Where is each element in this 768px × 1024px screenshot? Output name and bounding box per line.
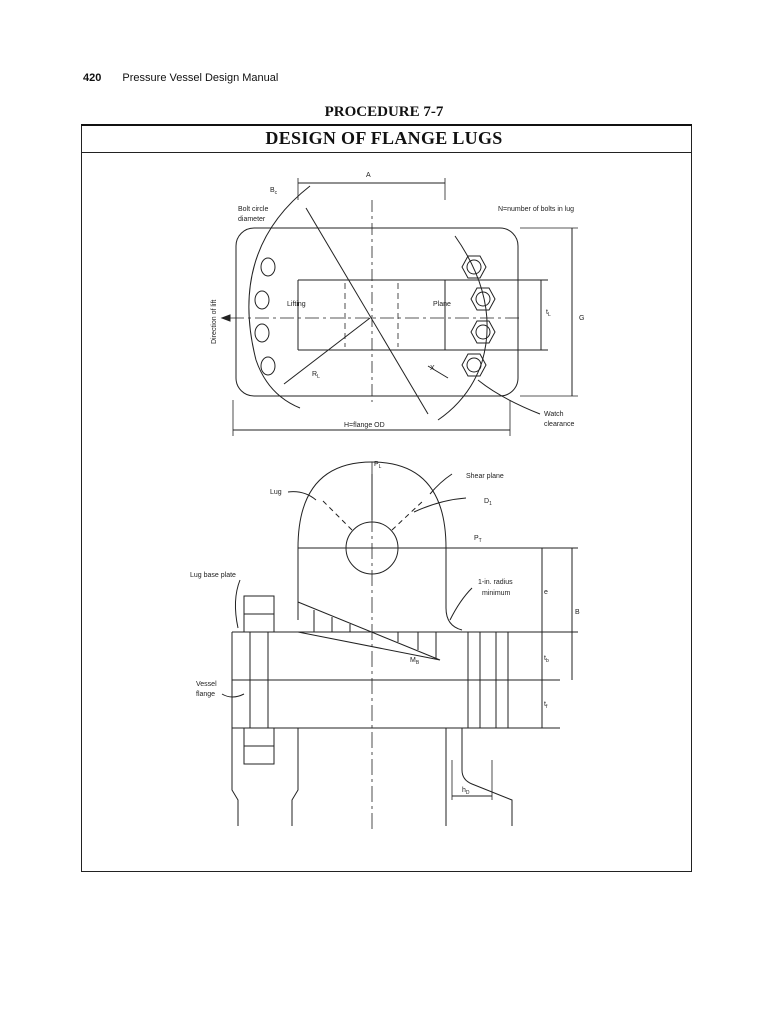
- side-view-labels: PL Shear plane Lug D1 PT Lug base plate …: [190, 461, 580, 796]
- label-mb: MB: [410, 657, 420, 666]
- running-header: 420 Pressure Vessel Design Manual: [83, 72, 278, 84]
- bolt-hole: [260, 257, 276, 277]
- label-lifting: Lifting: [287, 301, 306, 308]
- page-number: 420: [83, 72, 102, 84]
- top-view-labels: A Bc Bolt circle diameter N=number of bo…: [211, 172, 584, 429]
- bolt-hole: [254, 323, 270, 343]
- label-b: B: [575, 609, 580, 616]
- book-title: Pressure Vessel Design Manual: [122, 72, 279, 84]
- right-bolt: [467, 631, 509, 729]
- label-watch: Watch: [544, 411, 564, 418]
- label-tb: tb: [544, 655, 549, 664]
- label-pl: PL: [374, 461, 382, 470]
- hex-nut: [461, 353, 487, 377]
- label-vessel: Vessel: [196, 681, 217, 688]
- label-flange: flange: [196, 691, 215, 698]
- label-shear-plane: Shear plane: [466, 473, 504, 480]
- frame-top-rule: [81, 124, 692, 126]
- label-bolts-note: N=number of bolts in lug: [498, 206, 574, 213]
- bolt-circle-diameter-line: [305, 207, 429, 415]
- moment-diagram: [297, 601, 441, 661]
- label-x: X: [430, 365, 435, 372]
- label-e: e: [544, 589, 548, 596]
- label-radius-2: minimum: [482, 590, 511, 597]
- label-plane: Plane: [433, 301, 451, 308]
- label-tf: tf: [544, 701, 548, 710]
- label-rl: RL: [312, 371, 320, 380]
- label-lug: Lug: [270, 489, 282, 496]
- side-view: [221, 461, 578, 830]
- hex-nut: [470, 287, 496, 311]
- label-bc: Bc: [270, 187, 278, 196]
- bolt-hole: [254, 290, 270, 310]
- label-lug-base-plate: Lug base plate: [190, 572, 236, 579]
- watch-clearance-leader: [477, 379, 541, 415]
- label-bolt-circle: Bolt circle: [238, 206, 268, 213]
- frame-title-rule: [81, 152, 692, 153]
- label-g: G: [579, 315, 584, 322]
- label-a: A: [366, 172, 371, 179]
- label-tl: tL: [546, 309, 551, 318]
- lug-plan-outline: [235, 227, 519, 397]
- label-hd: hD: [462, 787, 470, 796]
- label-dl: D1: [484, 498, 492, 507]
- label-diameter: diameter: [238, 216, 266, 223]
- label-flange-od: H=flange OD: [344, 422, 385, 429]
- radius-line: [283, 317, 371, 385]
- top-view: [220, 178, 578, 436]
- bolt-circle-arc-left: [248, 185, 311, 409]
- figure-title: DESIGN OF FLANGE LUGS: [265, 128, 503, 148]
- hex-nut: [461, 255, 487, 279]
- label-direction-of-lift: Direction of lift: [211, 300, 218, 344]
- bolt-circle-arc-right: [437, 235, 488, 421]
- label-clearance: clearance: [544, 421, 574, 428]
- lift-arrow-head: [220, 314, 231, 322]
- label-radius-1: 1-in. radius: [478, 579, 513, 586]
- procedure-number: PROCEDURE 7-7: [324, 104, 444, 120]
- lug-outline: [297, 461, 463, 631]
- hex-nut: [470, 320, 496, 344]
- label-pt: PT: [474, 535, 482, 544]
- bolt-hole: [260, 356, 276, 376]
